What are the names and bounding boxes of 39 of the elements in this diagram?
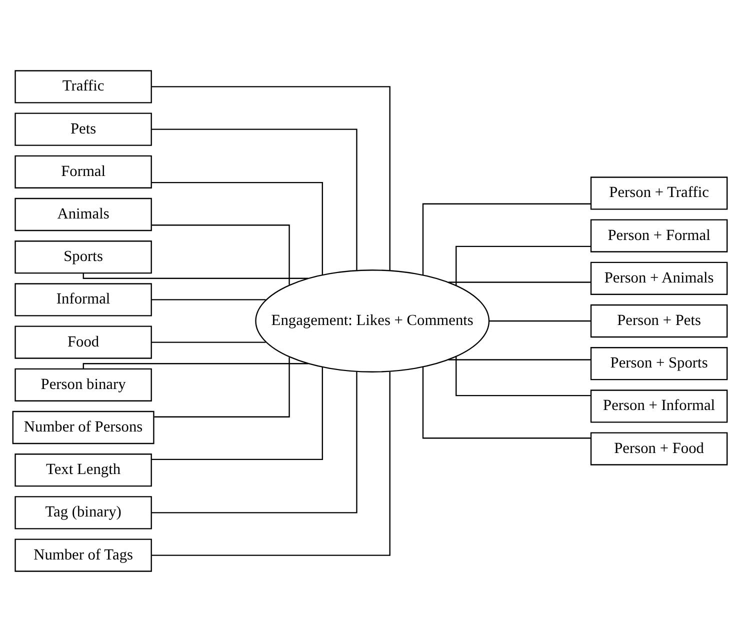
connector [456,356,591,396]
node-box: Person + Food [590,432,728,465]
node-box: Person + Animals [590,261,728,294]
node-box: Formal [14,154,152,188]
node-box: Person binary [14,368,152,401]
node-box: Tag (binary) [14,496,152,529]
connector [82,362,308,368]
connector [152,128,358,270]
connector [489,320,591,322]
connector [422,366,591,438]
node-box: Text Length [14,453,152,486]
connector [152,366,323,460]
connector [152,181,323,274]
node-ellipse: Engagement: Likes + Comments [255,269,490,372]
node-box: Person + Traffic [590,176,728,210]
node-box: Number of Tags [14,538,152,572]
node-box: Animals [14,197,152,231]
connector [82,272,308,278]
connector [154,356,290,417]
connector [152,371,390,556]
connector [152,371,358,513]
node-box: Person + Pets [590,304,728,338]
node-box: Person + Informal [590,389,728,422]
node-box: Food [14,325,152,358]
node-box: Informal [14,282,152,316]
connector [422,202,591,275]
connector [151,341,266,342]
connector [151,298,266,300]
node-box: Number of Persons [12,410,154,444]
connector [152,86,390,270]
node-box: Person + Formal [590,218,728,252]
connector [448,358,591,360]
node-box: Pets [14,112,152,146]
node-box: Traffic [14,70,152,103]
node-box: Sports [14,240,152,274]
connector [456,245,591,285]
connector [448,281,591,282]
connector [152,224,290,284]
node-box: Person + Sports [590,346,728,380]
